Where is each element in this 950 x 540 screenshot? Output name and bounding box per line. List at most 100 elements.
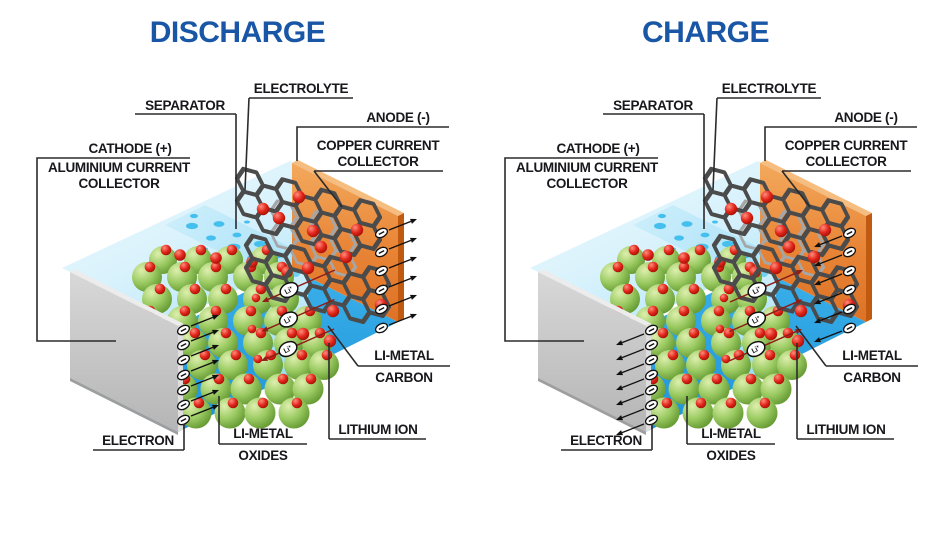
lithium-ion-dot bbox=[272, 211, 286, 225]
lithium-ion-dot bbox=[174, 249, 186, 261]
label-electron-text: ELECTRON bbox=[102, 433, 174, 448]
electron-symbol bbox=[176, 384, 191, 396]
lithium-ion-dot bbox=[794, 304, 808, 318]
lithium-ion-flow: Li+Li+Li+ bbox=[247, 269, 336, 364]
flow-arrow bbox=[814, 330, 843, 343]
flow-arrow bbox=[388, 256, 417, 269]
lithium-ion-dot bbox=[719, 293, 729, 303]
lithium-ion-dot bbox=[286, 327, 298, 339]
lithium-ion-dot bbox=[688, 327, 700, 339]
lithium-ion-dot bbox=[256, 202, 270, 216]
flow-arrow bbox=[616, 348, 645, 361]
flow-arrow bbox=[616, 363, 645, 376]
flow-arrow bbox=[814, 235, 843, 248]
label-cathode-text: CATHODE (+) bbox=[556, 141, 639, 156]
label-li-metal-oxides-text: OXIDES bbox=[238, 448, 288, 463]
label-li-metal-oxides-text: LI-METAL bbox=[233, 426, 293, 441]
label-anode-text: ANODE (-) bbox=[834, 110, 897, 125]
svg-text:Li+: Li+ bbox=[751, 284, 763, 296]
label-li-metal-oxides-text: OXIDES bbox=[706, 448, 756, 463]
lithium-ion-dot bbox=[711, 373, 723, 385]
label-li-metal-oxides-text: LI-METAL bbox=[701, 426, 761, 441]
lithium-ion-dot bbox=[326, 304, 340, 318]
label-electrolyte: ELECTROLYTE bbox=[712, 81, 821, 191]
electron-symbol bbox=[176, 369, 191, 381]
carbon-lattice bbox=[702, 166, 860, 348]
label-electrolyte-text: ELECTROLYTE bbox=[254, 81, 349, 96]
lithium-ion-dot bbox=[199, 349, 211, 361]
electron-symbol bbox=[842, 284, 857, 296]
lithium-ion-dot bbox=[154, 283, 166, 295]
lithium-ion-dot bbox=[764, 349, 776, 361]
electron-symbol bbox=[644, 339, 659, 351]
label-separator: SEPARATOR bbox=[603, 98, 705, 229]
lithium-ion-dot bbox=[257, 397, 269, 409]
lithium-ion-dot bbox=[189, 327, 201, 339]
label-electron: ELECTRON bbox=[561, 424, 653, 451]
lithium-ion-dot bbox=[210, 252, 222, 264]
label-lithium-ion-text: LITHIUM ION bbox=[806, 422, 885, 437]
lithium-ion-dot bbox=[695, 397, 707, 409]
lithium-ion-dot bbox=[292, 190, 306, 204]
lithium-ion-dot bbox=[647, 305, 659, 317]
label-li-metal-oxides: LI-METAL OXIDES bbox=[218, 396, 307, 463]
flow-arrow bbox=[616, 378, 645, 391]
electron-flow-anode bbox=[814, 227, 857, 343]
lithium-ion-dot bbox=[688, 283, 700, 295]
lithium-ion-dot bbox=[251, 293, 261, 303]
electron-symbol bbox=[842, 265, 857, 277]
label-cathode: CATHODE (+) bbox=[504, 141, 658, 342]
lithium-ion-dot bbox=[678, 252, 690, 264]
lithium-ion-dot bbox=[725, 397, 737, 409]
lithium-ion-dot bbox=[160, 244, 172, 256]
lithium-ion-dot bbox=[243, 373, 255, 385]
electron-flow-cathode bbox=[616, 324, 659, 436]
lithium-ion-dot bbox=[253, 354, 263, 364]
lithium-ion-dot bbox=[760, 190, 774, 204]
label-electron-text: ELECTRON bbox=[570, 433, 642, 448]
lithium-ion-dot bbox=[769, 261, 783, 275]
lithium-ion-dot bbox=[339, 250, 353, 264]
lithium-ion-symbol: Li+ bbox=[279, 281, 299, 299]
svg-text:Li+: Li+ bbox=[750, 343, 762, 355]
electron-symbol bbox=[176, 339, 191, 351]
lithium-ion-dot bbox=[305, 373, 317, 385]
lithium-ion-dot bbox=[144, 261, 156, 273]
label-separator-text: SEPARATOR bbox=[145, 98, 225, 113]
lithium-ion-dot bbox=[323, 334, 337, 348]
lithium-ion-dot bbox=[220, 283, 232, 295]
lithium-ion-symbol: Li+ bbox=[278, 311, 299, 328]
flow-arrow bbox=[190, 314, 219, 327]
lithium-ion-flow: Li+Li+Li+ bbox=[715, 270, 803, 364]
lithium-ion-dot bbox=[179, 305, 191, 317]
label-lithium-ion-text: LITHIUM ION bbox=[338, 422, 417, 437]
flow-arrow bbox=[814, 273, 843, 286]
lithium-ion-symbol: Li+ bbox=[747, 281, 767, 299]
electron-flow-cathode bbox=[176, 314, 219, 426]
lithium-ion-dot bbox=[698, 349, 710, 361]
label-anode-text: ANODE (-) bbox=[366, 110, 429, 125]
lithium-ion-dot bbox=[306, 224, 320, 238]
electron-symbol bbox=[842, 303, 857, 315]
lithium-ion-dot bbox=[277, 373, 289, 385]
flow-arrow bbox=[616, 393, 645, 406]
lithium-ion-dot bbox=[657, 283, 669, 295]
flow-arrow bbox=[388, 313, 417, 326]
lithium-ion-dot bbox=[247, 324, 257, 334]
lithium-ion-dot bbox=[314, 240, 328, 254]
lithium-ion-dot bbox=[612, 261, 624, 273]
label-lithium-ion: LITHIUM ION bbox=[328, 343, 426, 440]
lithium-ion-dot bbox=[694, 244, 706, 256]
label-li-metal-carbon-text: LI-METAL bbox=[374, 348, 434, 363]
flow-arrow bbox=[814, 311, 843, 324]
lithium-ion-dot bbox=[296, 349, 308, 361]
flow-arrow bbox=[814, 292, 843, 305]
lithium-ion-dot bbox=[179, 261, 191, 273]
lithium-ion-dot bbox=[296, 327, 310, 341]
flow-arrow bbox=[388, 237, 417, 250]
lithium-ion-dot bbox=[773, 373, 785, 385]
